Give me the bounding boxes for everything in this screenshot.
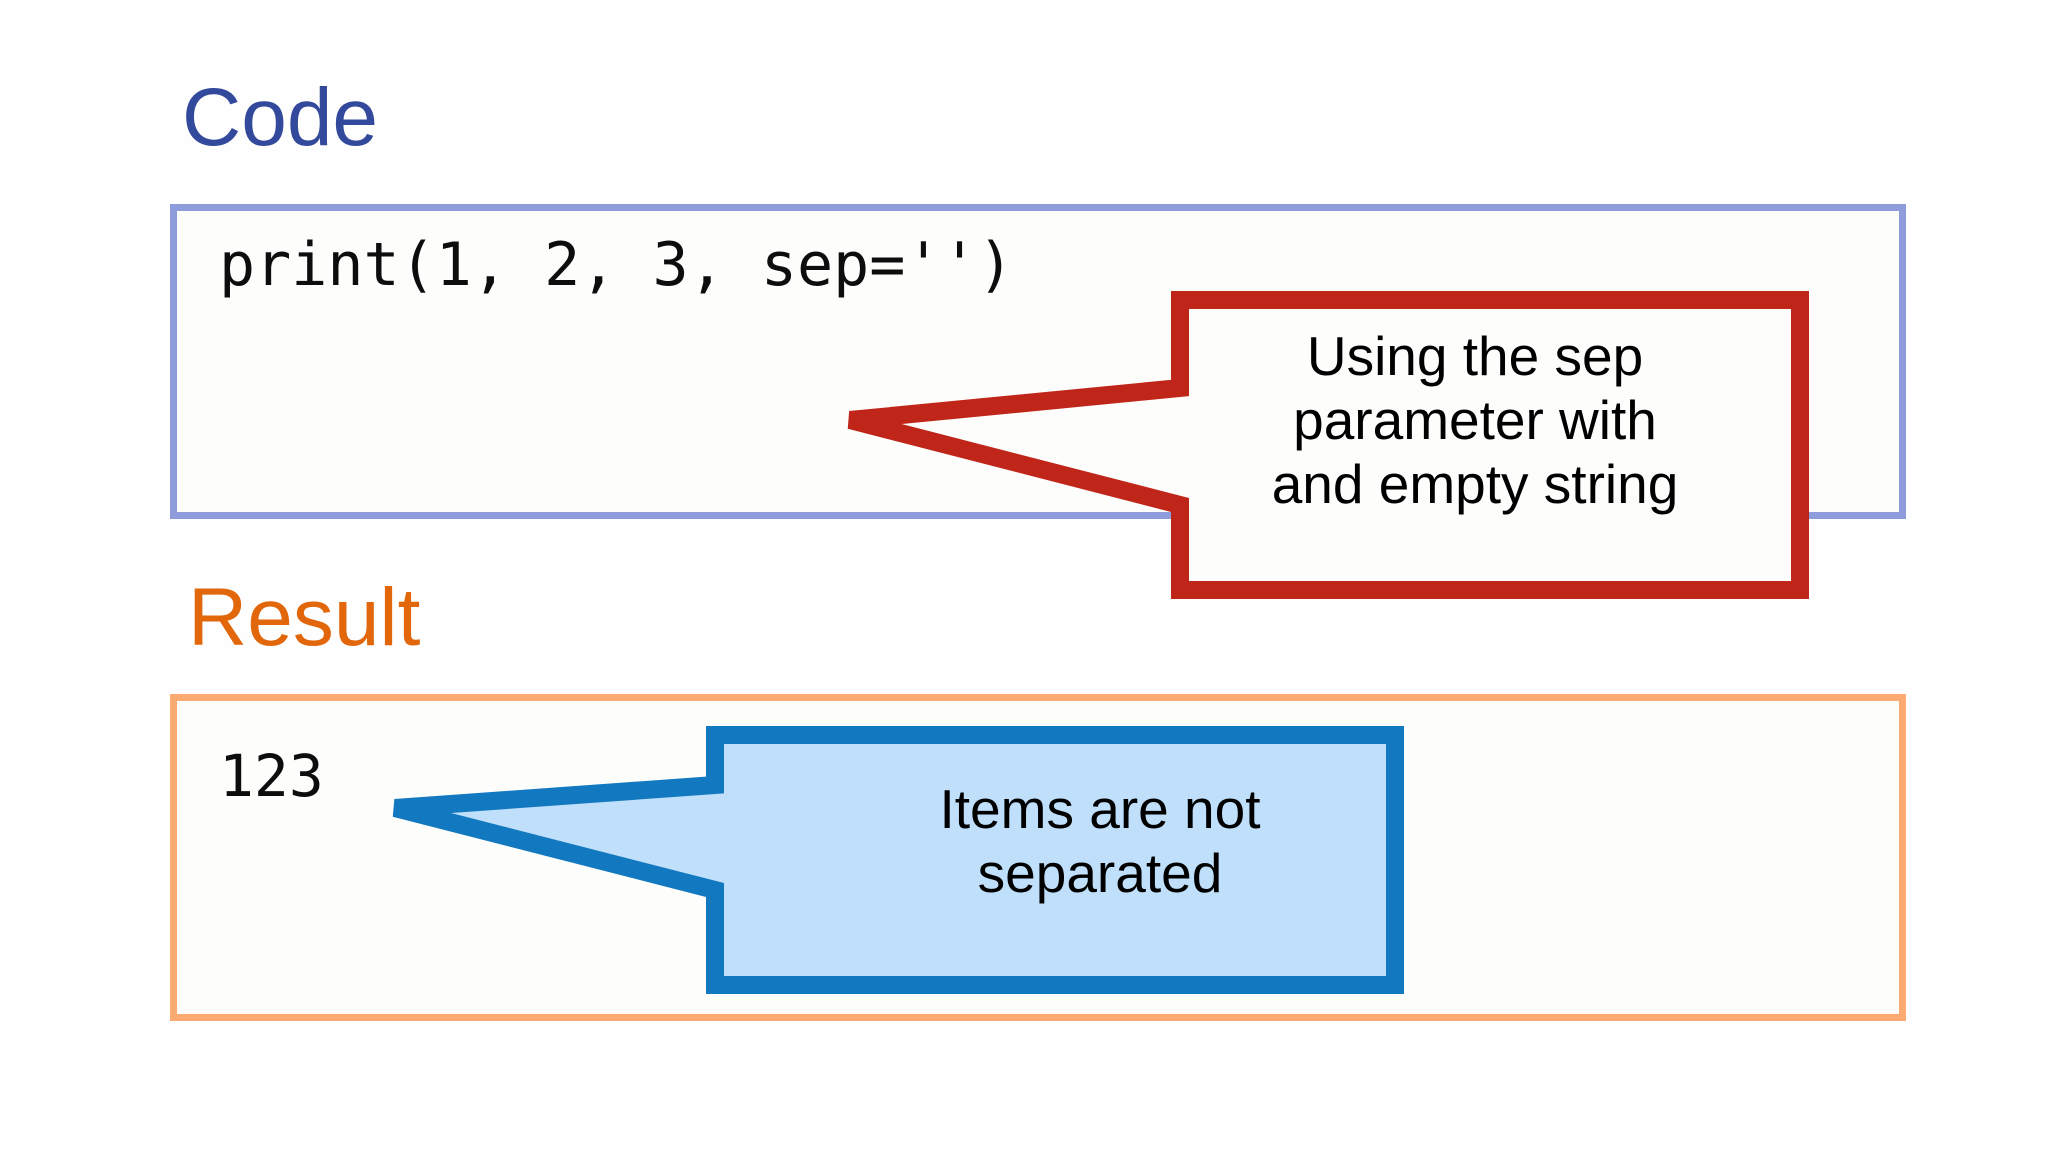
blue-callout-outline — [392, 726, 1404, 994]
red-callout-outline — [847, 291, 1809, 599]
blue-callout-shape — [392, 726, 1404, 994]
red-callout-line-3: and empty string — [1271, 452, 1679, 515]
red-callout-line-2: parameter with — [1293, 388, 1657, 451]
red-callout-text: Using the sep parameter with and empty s… — [1185, 325, 1765, 516]
result-output-text: 123 — [219, 742, 324, 810]
blue-callout-line-1: Items are not — [939, 778, 1261, 840]
blue-callout-text: Items are not separated — [855, 778, 1345, 906]
result-section-title: Result — [188, 572, 421, 663]
code-snippet-text: print(1, 2, 3, sep='') — [219, 230, 1014, 300]
blue-callout-line-2: separated — [977, 841, 1223, 904]
red-callout-shape — [847, 291, 1809, 599]
code-section-title: Code — [182, 72, 379, 163]
red-callout-line-1: Using the sep — [1306, 325, 1644, 387]
